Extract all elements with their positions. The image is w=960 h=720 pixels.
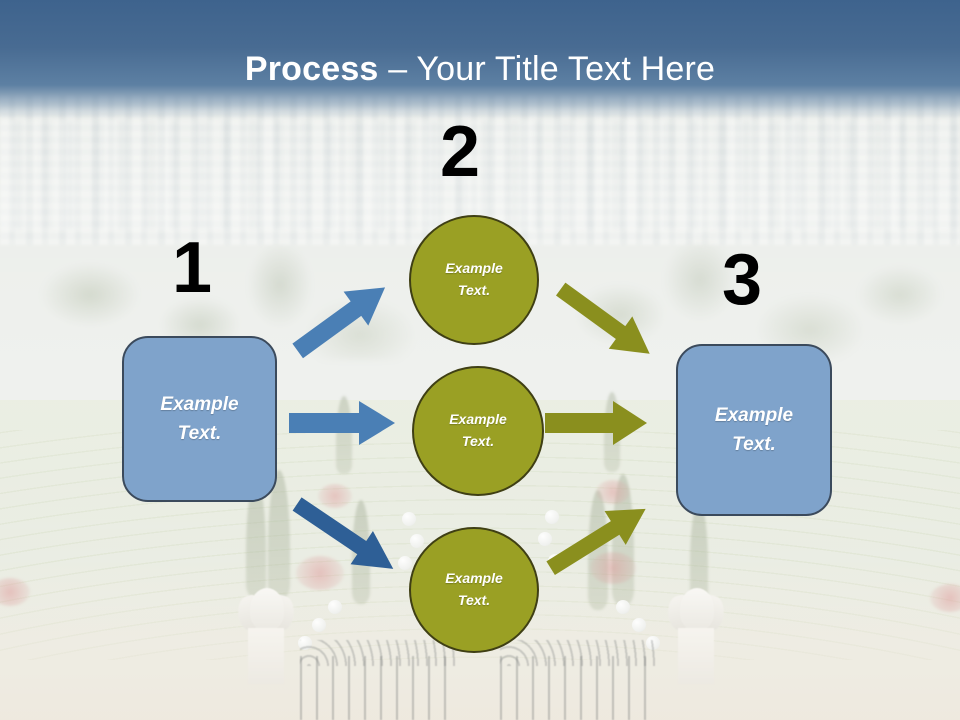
page-title-separator: – — [378, 50, 417, 88]
olive-arrow-down — [546, 282, 666, 362]
process-circle-top-label: Example Text. — [445, 260, 503, 298]
blue-arrow-up — [283, 278, 403, 359]
process-circle-top[interactable]: Example Text. — [409, 215, 539, 345]
step-number-3: 3 — [722, 240, 763, 320]
olive-arrow-right — [545, 400, 649, 446]
process-circle-bottom[interactable]: Example Text. — [409, 527, 539, 653]
page-title-strong: Process — [244, 50, 379, 88]
process-circle-middle[interactable]: Example Text. — [412, 366, 544, 496]
olive-arrow-up — [538, 498, 660, 578]
process-circle-bottom-label: Example Text. — [445, 570, 503, 608]
blue-arrow-down — [283, 497, 409, 577]
process-circle-middle-label: Example Text. — [449, 411, 507, 449]
process-box-right[interactable]: Example Text. — [676, 344, 832, 516]
process-box-right-label: Example Text. — [714, 404, 794, 455]
page-title-rest: Your Title Text Here — [416, 50, 716, 88]
page-title: Process – Your Title Text Here — [0, 50, 960, 89]
step-number-2: 2 — [440, 112, 481, 192]
title-band — [0, 0, 960, 118]
process-box-left[interactable]: Example Text. — [122, 336, 277, 502]
process-box-left-label: Example Text. — [160, 393, 239, 444]
step-number-1: 1 — [172, 228, 213, 308]
blue-arrow-right — [289, 400, 397, 446]
